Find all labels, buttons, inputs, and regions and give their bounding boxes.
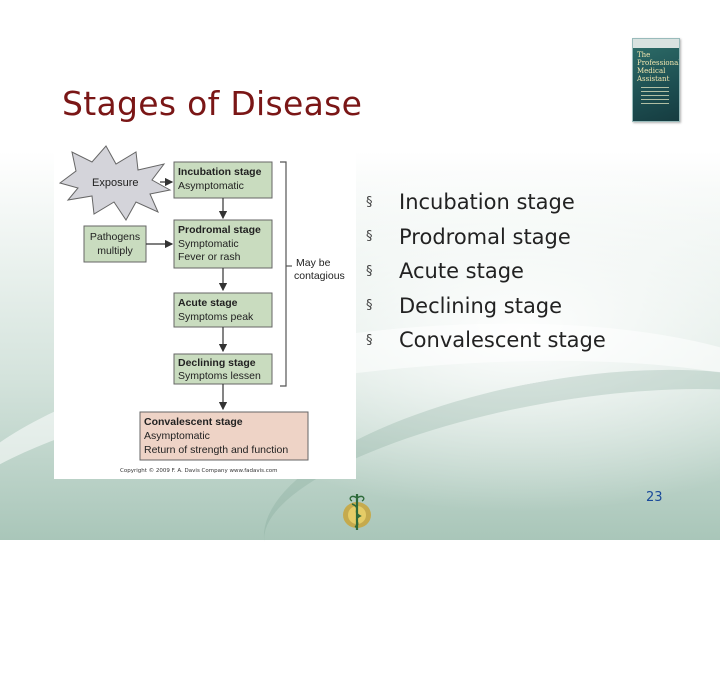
square-bullet-icon: § (366, 263, 373, 279)
book-cover-title: The Professional Medical Assistant (637, 51, 680, 83)
exposure-label: Exposure (92, 177, 138, 189)
square-bullet-icon: § (366, 332, 373, 348)
pathogens-label-line2: multiply (97, 245, 133, 257)
stages-of-disease-diagram: Exposure Incubation stage Asymptomatic P… (54, 138, 356, 479)
declining-stage-box (173, 353, 273, 385)
page-number: 23 (646, 490, 663, 505)
bullet-item: § Incubation stage (366, 185, 606, 220)
book-cover-image: The Professional Medical Assistant (632, 38, 680, 122)
contagious-label-line1: May be (296, 257, 331, 269)
convalescent-stage-desc-2: Return of strength and function (144, 444, 288, 456)
exposure-starburst (58, 145, 172, 221)
declining-stage-title: Declining stage (178, 357, 256, 369)
bullet-text: Acute stage (399, 259, 524, 284)
bullet-text: Incubation stage (399, 190, 575, 215)
contagious-bracket (280, 161, 287, 387)
prodromal-stage-desc-2: Fever or rash (178, 251, 241, 263)
prodromal-stage-box (173, 219, 273, 269)
bullet-text: Declining stage (399, 293, 563, 318)
square-bullet-icon: § (366, 298, 373, 314)
contagious-label-line2: contagious (294, 270, 345, 282)
pathogens-box (83, 225, 147, 263)
figure-copyright: Copyright © 2009 F. A. Davis Company www… (120, 468, 278, 474)
convalescent-stage-box (139, 411, 309, 461)
prodromal-stage-desc-1: Symptomatic (178, 238, 239, 250)
bullet-text: Convalescent stage (399, 328, 606, 353)
convalescent-stage-title: Convalescent stage (144, 416, 243, 428)
slide-title: Stages of Disease (62, 84, 363, 123)
bullet-item: § Prodromal stage (366, 220, 606, 255)
square-bullet-icon: § (366, 194, 373, 210)
bullet-text: Prodromal stage (399, 224, 571, 249)
bullet-item: § Declining stage (366, 289, 606, 324)
bullet-item: § Acute stage (366, 254, 606, 289)
square-bullet-icon: § (366, 229, 373, 245)
declining-stage-desc: Symptoms lessen (178, 370, 261, 382)
incubation-stage-desc: Asymptomatic (178, 180, 244, 192)
incubation-stage-title: Incubation stage (178, 166, 262, 178)
acute-stage-title: Acute stage (178, 297, 238, 309)
pathogens-label-line1: Pathogens (90, 231, 140, 243)
bullet-item: § Convalescent stage (366, 323, 606, 358)
prodromal-stage-title: Prodromal stage (178, 224, 261, 236)
caduceus-logo-icon (343, 494, 371, 530)
bullet-list: § Incubation stage § Prodromal stage § Acut… (366, 185, 606, 358)
convalescent-stage-desc-1: Asymptomatic (144, 430, 210, 442)
acute-stage-desc: Symptoms peak (178, 311, 254, 323)
